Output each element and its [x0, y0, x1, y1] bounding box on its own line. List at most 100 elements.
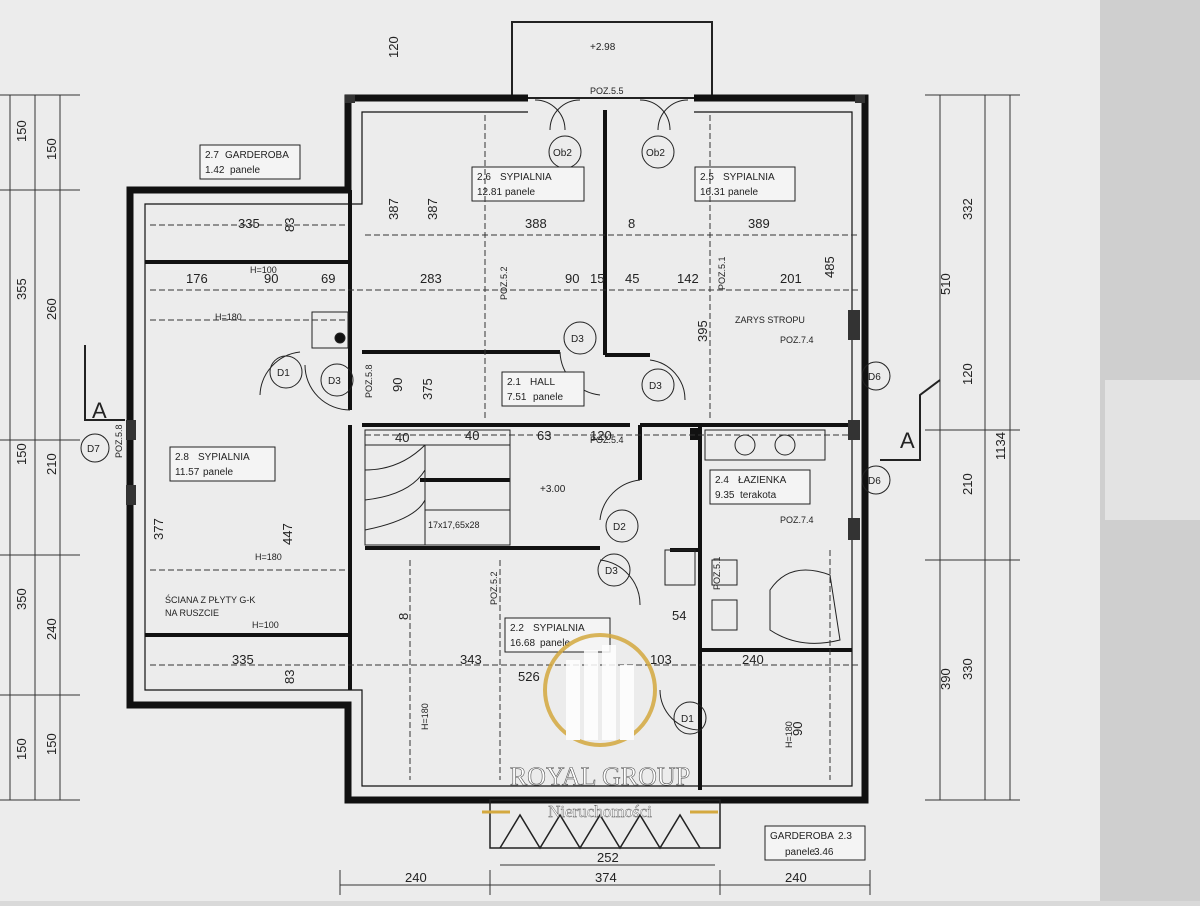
- svg-text:176: 176: [186, 271, 208, 286]
- svg-text:120: 120: [590, 428, 612, 443]
- svg-text:389: 389: [748, 216, 770, 231]
- svg-text:343: 343: [460, 652, 482, 667]
- svg-text:8: 8: [396, 613, 411, 620]
- right-dimension-lines: [925, 94, 1020, 801]
- svg-text:283: 283: [420, 271, 442, 286]
- room-2-4: 2.4 ŁAZIENKA 9.35 terakota: [715, 475, 787, 501]
- section-label-right: A: [900, 428, 915, 453]
- dim-left-inner-4: 240: [44, 618, 59, 640]
- svg-text:7.51: 7.51: [507, 392, 527, 403]
- svg-text:POZ.5.1: POZ.5.1: [717, 256, 727, 290]
- entry-stairs: [489, 799, 721, 850]
- room-2-2: 2.2 SYPIALNIA 16.68 panele: [510, 623, 585, 649]
- svg-text:panele: panele: [540, 638, 570, 649]
- chimney-mark: [690, 428, 698, 440]
- svg-text:panele: panele: [505, 187, 535, 198]
- section-label-left: A: [92, 398, 107, 423]
- svg-text:NA RUSZCIE: NA RUSZCIE: [165, 608, 219, 618]
- svg-text:ZARYS STROPU: ZARYS STROPU: [735, 315, 805, 325]
- svg-text:63: 63: [537, 428, 551, 443]
- stairs-spec: 17x17,65x28: [428, 520, 480, 530]
- staircase: [364, 429, 511, 546]
- svg-text:375: 375: [420, 378, 435, 400]
- svg-text:2.7: 2.7: [205, 150, 219, 161]
- room-2-8: 2.8 SYPIALNIA 11.57 panele: [175, 452, 250, 478]
- dim-left-inner-5: 150: [44, 733, 59, 755]
- svg-text:GARDEROBA: GARDEROBA: [225, 150, 289, 161]
- svg-text:GARDEROBA: GARDEROBA: [770, 831, 834, 842]
- svg-text:2.6: 2.6: [477, 172, 491, 183]
- svg-text:2.8: 2.8: [175, 452, 189, 463]
- room-2-3: GARDEROBA 2.3 panele 3.46: [764, 825, 866, 861]
- svg-text:387: 387: [386, 198, 401, 220]
- svg-text:panele: panele: [785, 847, 815, 858]
- dim-left-outer-3: 150: [14, 443, 29, 465]
- door-d1-b: D1: [681, 714, 694, 725]
- window-d6-a: D6: [868, 372, 881, 383]
- svg-text:387: 387: [425, 198, 440, 220]
- door-d3-d: D3: [605, 566, 618, 577]
- svg-text:90: 90: [565, 271, 579, 286]
- svg-text:447: 447: [280, 523, 295, 545]
- door-ob2-b: Ob2: [646, 148, 665, 159]
- svg-text:SYPIALNIA: SYPIALNIA: [500, 172, 552, 183]
- svg-text:201: 201: [780, 271, 802, 286]
- svg-text:12.81: 12.81: [477, 187, 502, 198]
- svg-text:40: 40: [465, 428, 479, 443]
- window-d7: D7: [87, 444, 100, 455]
- room-2-1: 2.1 HALL 7.51 panele: [507, 377, 563, 403]
- dim-left-outer-5: 150: [14, 738, 29, 760]
- svg-text:POZ.5.8: POZ.5.8: [364, 364, 374, 398]
- svg-text:H=100: H=100: [250, 265, 277, 275]
- svg-text:83: 83: [282, 218, 297, 232]
- svg-text:3.46: 3.46: [814, 847, 834, 858]
- svg-text:40: 40: [395, 430, 409, 445]
- interior-dimensions-vertical: 485 395 387 387 447 377 83 83 90 375 8 9…: [151, 198, 837, 736]
- dim-right-inner-3: 210: [960, 473, 975, 495]
- dim-stair-width: 252: [597, 850, 619, 865]
- dim-right-inner-1: 332: [960, 198, 975, 220]
- svg-text:H=100: H=100: [252, 620, 279, 630]
- balcony: [511, 21, 713, 99]
- dim-left-inner-3: 210: [44, 453, 59, 475]
- interior-dimensions: 335 388 8 389 176 90 69 283 90 15 45 142…: [186, 216, 802, 684]
- svg-text:SYPIALNIA: SYPIALNIA: [198, 452, 250, 463]
- dim-right-inner-4: 330: [960, 658, 975, 680]
- svg-text:90: 90: [390, 378, 405, 392]
- svg-text:54: 54: [672, 608, 686, 623]
- svg-text:HALL: HALL: [530, 377, 555, 388]
- dim-top: 120: [386, 36, 401, 58]
- svg-text:SYPIALNIA: SYPIALNIA: [723, 172, 775, 183]
- svg-text:2.2: 2.2: [510, 623, 524, 634]
- svg-text:103: 103: [650, 652, 672, 667]
- svg-text:POZ.7.4: POZ.7.4: [780, 515, 814, 525]
- door-d3-b: D3: [328, 376, 341, 387]
- svg-text:69: 69: [321, 271, 335, 286]
- svg-text:335: 335: [232, 652, 254, 667]
- svg-text:2.3: 2.3: [838, 831, 852, 842]
- door-d3-c: D3: [649, 381, 662, 392]
- brand-tagline: Nieruchomości: [548, 802, 652, 821]
- svg-text:POZ.5.1: POZ.5.1: [712, 556, 722, 590]
- inner-wall-lines: [144, 111, 853, 787]
- svg-text:panele: panele: [728, 187, 758, 198]
- interior-dimension-lines: [150, 115, 860, 780]
- svg-text:panele: panele: [230, 165, 260, 176]
- svg-text:panele: panele: [203, 467, 233, 478]
- brand-name: ROYAL GROUP: [510, 762, 690, 791]
- svg-text:335: 335: [238, 216, 260, 231]
- svg-text:POZ.7.4: POZ.7.4: [780, 335, 814, 345]
- outer-walls: [126, 94, 869, 804]
- svg-text:POZ.5.2: POZ.5.2: [489, 571, 499, 605]
- svg-text:terakota: terakota: [740, 490, 777, 501]
- svg-text:15: 15: [590, 271, 604, 286]
- svg-text:H=180: H=180: [215, 312, 242, 322]
- svg-text:2.4: 2.4: [715, 475, 729, 486]
- svg-text:POZ.5.8: POZ.5.8: [114, 424, 124, 458]
- svg-text:2.5: 2.5: [700, 172, 714, 183]
- room-2-5: 2.5 SYPIALNIA 16.31 panele: [700, 172, 775, 198]
- svg-text:16.31: 16.31: [700, 187, 725, 198]
- dim-bottom-2: 374: [595, 870, 617, 885]
- dim-bottom-1: 240: [405, 870, 427, 885]
- dim-left-outer-2: 355: [14, 278, 29, 300]
